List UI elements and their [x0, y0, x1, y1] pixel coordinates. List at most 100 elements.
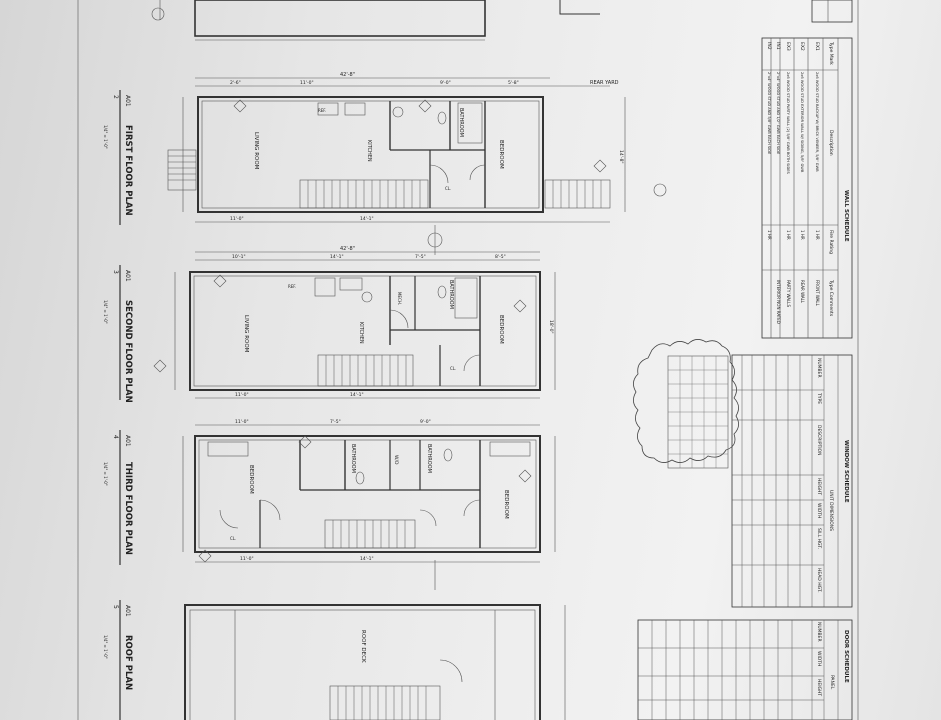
- wall-schedule: WALL SCHEDULE Type Mark Description Fire…: [761, 37, 853, 339]
- plan-2-sheet: A01: [124, 95, 131, 107]
- dim-side-2: 18'-0": [548, 320, 554, 334]
- second-bedroom-label: BEDROOM: [498, 315, 504, 344]
- plan-3-number: 3: [112, 270, 119, 274]
- window-header-head: HEAD HGT.: [816, 568, 822, 593]
- third-cl-label: CL.: [230, 536, 236, 541]
- third-bedroom-b-label: BEDROOM: [503, 490, 509, 519]
- dim-side-1: 14'-8": [618, 150, 624, 164]
- dim-mid-1: 10'-1": [232, 254, 246, 260]
- second-floor-plan: 42'-8" 10'-1" 14'-1" 7'-5" 8'-5" LIVING …: [153, 246, 556, 399]
- cropped-title-block: [811, 0, 853, 23]
- first-cl-label: CL.: [445, 186, 451, 191]
- door-header-number: NUMBER: [816, 622, 822, 642]
- wall-schedule-title: WALL SCHEDULE: [843, 190, 849, 242]
- third-bathroom-a-label: BATHROOM: [350, 444, 356, 473]
- first-ref-label: REF.: [318, 108, 326, 113]
- dim-mid-3: 7'-5": [415, 254, 426, 260]
- dim-bottom-1: 11'-0": [230, 216, 244, 222]
- dim-top-3: 9'-0": [440, 80, 451, 86]
- second-bathroom-label: BATHROOM: [448, 280, 454, 309]
- window-schedule-title: WINDOW SCHEDULE: [843, 440, 849, 503]
- first-kitchen-label: KITCHEN: [366, 140, 372, 162]
- second-mech-label: MECH.: [397, 292, 402, 305]
- window-unit-dimensions: UNIT DIMENSIONS: [828, 490, 834, 531]
- plan-2-title: FIRST FLOOR PLAN: [123, 125, 133, 216]
- third-bathroom-b-label: BATHROOM: [426, 444, 432, 473]
- door-panel-label: PANEL: [829, 675, 835, 690]
- wall-row-5-desc: 2"x4" WOOD STUD AND 5/8" GWB EACH SIDE: [767, 72, 771, 155]
- dim-top-4: 5'-8": [508, 80, 519, 86]
- plan-3-sheet: A01: [124, 270, 131, 282]
- wall-row-2-desc: 2x6 WOOD STUD EXTERIOR WALL W/ SIDING, 5…: [800, 72, 804, 173]
- plan-4-sheet: A01: [124, 435, 131, 447]
- window-header-type: TYPE: [816, 392, 822, 404]
- wall-row-1-fire: 1 HR: [815, 230, 820, 240]
- dim-third-4: 11'-0": [240, 556, 254, 562]
- plan-2-number: 2: [112, 95, 119, 99]
- door-header-height: HEIGHT: [816, 679, 822, 696]
- dim-third-3: 9'-0": [420, 419, 431, 425]
- wall-row-5-fire: 1 HR: [767, 230, 772, 240]
- plan-5-number: 5: [112, 605, 119, 609]
- roof-plan: ROOF DECK: [184, 604, 566, 720]
- cropped-plan-top: [151, 0, 600, 41]
- plan-4-title: THIRD FLOOR PLAN: [123, 462, 133, 555]
- first-floor-plan: 42'-8" 2'-6" 11'-0" 9'-0" 5'-8" REAR YAR…: [167, 72, 667, 255]
- plan-4-scale: 1/4" = 1'-0": [103, 462, 108, 486]
- window-header-number: NUMBER: [816, 358, 822, 378]
- plan-3-scale: 1/4" = 1'-0": [103, 300, 108, 324]
- wall-row-5-mark: IN2: [766, 42, 772, 50]
- wall-header-mark: Type Mark: [828, 41, 834, 65]
- second-living-label: LIVING ROOM: [243, 315, 249, 353]
- dim-overall-1: 42'-8": [340, 72, 355, 78]
- window-header-height: HEIGHT: [816, 478, 822, 495]
- wall-row-3-desc: 2x6 WOOD STUD PARTY WALL (2) 5/8" GWB BO…: [786, 72, 790, 175]
- wall-row-1-mark: EX1: [814, 42, 820, 51]
- window-header-sill: SILL HGT.: [816, 528, 822, 549]
- plan-4-number: 4: [112, 435, 119, 439]
- dim-overall-2: 42'-8": [340, 246, 355, 252]
- window-schedule: WINDOW SCHEDULE UNIT DIMENSIONS NUMBER T…: [633, 339, 853, 608]
- wall-header-comments: Type Comments: [828, 279, 834, 317]
- dim-mid-4: 8'-5": [495, 254, 506, 260]
- first-living-label: LIVING ROOM: [253, 132, 259, 170]
- third-wd-label: W/D: [393, 455, 399, 465]
- dim-top-2: 11'-0": [300, 80, 314, 86]
- wall-row-4-desc: 2"x4" WOOD STUD AND 1/2" GWB EACH SIDE: [776, 72, 780, 155]
- plan-5-sheet: A01: [124, 605, 131, 617]
- dim-top-1: 2'-6": [230, 80, 241, 86]
- dim-bottom-4: 14'-1": [350, 392, 364, 398]
- plan-3-title: SECOND FLOOR PLAN: [123, 300, 133, 403]
- rear-yard-label: REAR YARD: [590, 80, 619, 86]
- dim-bottom-3: 11'-0": [235, 392, 249, 398]
- wall-row-3-comment: PARTY WALLS: [786, 280, 791, 307]
- dim-third-1: 11'-0": [235, 419, 249, 425]
- second-cl-label: CL.: [450, 366, 456, 371]
- dim-third-2: 7'-5": [330, 419, 341, 425]
- wall-row-2-fire: 1 HR: [800, 230, 805, 240]
- window-header-description: DESCRIPTION: [816, 425, 822, 455]
- second-ref-label: REF.: [288, 284, 296, 289]
- wall-row-1-desc: 2x6 WOOD STUD BACKUP W/ BRICK VENEER, 5/…: [815, 72, 819, 172]
- door-schedule-title: DOOR SCHEDULE: [843, 630, 849, 683]
- roof-title-block: A01 5 ROOF PLAN 1/4" = 1'-0": [103, 600, 133, 720]
- plan-2-scale: 1/4" = 1'-0": [103, 125, 108, 149]
- wall-row-2-comment: REAR WALL: [800, 280, 805, 304]
- door-schedule: DOOR SCHEDULE PANEL NUMBER WIDTH HEIGHT: [637, 619, 853, 720]
- wall-row-4-mark: IN1: [775, 42, 781, 50]
- wall-row-4-comment: INTERIOR NON RATED: [776, 280, 781, 324]
- window-header-width: WIDTH: [816, 503, 822, 518]
- plan-5-scale: 1/4" = 1'-0": [103, 635, 108, 659]
- dim-mid-2: 14'-1": [330, 254, 344, 260]
- wall-header-fire: Fire Rating: [828, 230, 834, 254]
- first-floor-title-block: A01 2 FIRST FLOOR PLAN 1/4" = 1'-0": [103, 90, 133, 225]
- third-floor-plan: 11'-0" 7'-5" 9'-0" BEDROOM BATHROOM W/D …: [182, 419, 556, 590]
- third-bedroom-a-label: BEDROOM: [248, 465, 254, 494]
- revision-cloud: [633, 339, 739, 463]
- dim-bottom-2: 14'-1": [360, 216, 374, 222]
- dim-third-5: 14'-1": [360, 556, 374, 562]
- door-header-width: WIDTH: [816, 651, 822, 666]
- wall-header-desc: Description: [828, 130, 834, 156]
- wall-row-3-mark: EX3: [785, 42, 791, 51]
